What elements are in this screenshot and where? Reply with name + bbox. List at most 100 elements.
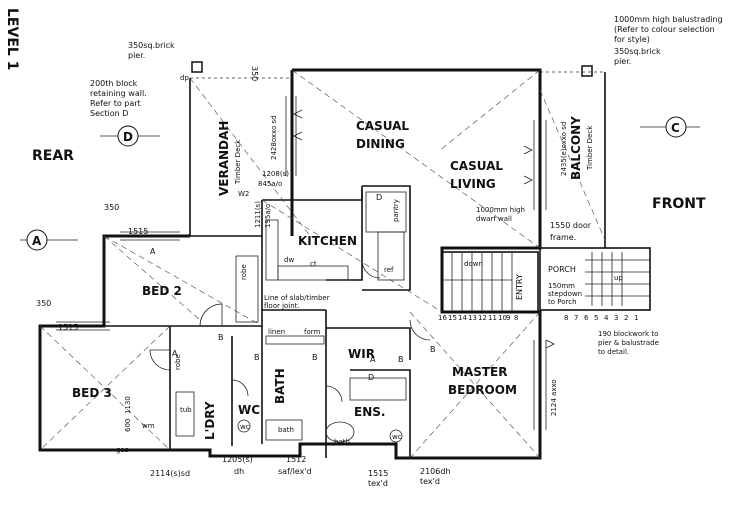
svg-text:1130: 1130 bbox=[124, 396, 132, 414]
svg-text:2106dh: 2106dh bbox=[420, 467, 451, 476]
svg-text:pier.: pier. bbox=[614, 57, 631, 66]
svg-text:1208(s): 1208(s) bbox=[262, 170, 289, 178]
svg-text:ct: ct bbox=[310, 260, 317, 268]
svg-text:6: 6 bbox=[584, 314, 589, 322]
room-casual-dining-2: DINING bbox=[356, 137, 405, 151]
stair-numbers: 16 15 14 13 12 11 10 9 8 8 7 6 5 4 3 2 1 bbox=[438, 314, 638, 322]
svg-text:C: C bbox=[671, 121, 680, 135]
front-stairs bbox=[585, 252, 650, 306]
svg-text:1515: 1515 bbox=[368, 469, 388, 478]
room-kitchen: KITCHEN bbox=[298, 234, 357, 248]
note-pier-right: 350sq.brick pier. bbox=[581, 47, 661, 77]
rear-label: REAR bbox=[32, 148, 74, 164]
front-label: FRONT bbox=[652, 196, 706, 212]
svg-text:frame.: frame. bbox=[550, 233, 576, 242]
svg-text:350sq.brick: 350sq.brick bbox=[614, 47, 661, 56]
section-marker-a: A bbox=[20, 229, 78, 251]
svg-text:tub: tub bbox=[180, 406, 192, 414]
svg-text:2: 2 bbox=[624, 314, 628, 322]
svg-text:1515: 1515 bbox=[58, 323, 78, 332]
svg-text:D: D bbox=[368, 373, 374, 382]
svg-text:A: A bbox=[32, 234, 42, 248]
svg-text:16: 16 bbox=[438, 314, 447, 322]
svg-text:190 blockwork to: 190 blockwork to bbox=[598, 330, 658, 338]
svg-text:13: 13 bbox=[468, 314, 477, 322]
room-wc: WC bbox=[238, 403, 260, 417]
svg-text:5: 5 bbox=[594, 314, 598, 322]
room-balcony: BALCONY bbox=[569, 116, 583, 180]
svg-text:bath: bath bbox=[334, 438, 350, 446]
svg-text:pier.: pier. bbox=[128, 51, 145, 60]
fixture-labels: robe robe linen form pantry ref dw ct ba… bbox=[142, 74, 623, 446]
room-lndry: L'DRY bbox=[203, 401, 217, 440]
svg-text:B: B bbox=[312, 353, 318, 362]
svg-text:up: up bbox=[614, 274, 623, 282]
svg-text:9: 9 bbox=[506, 314, 510, 322]
svg-text:1205(s): 1205(s) bbox=[222, 455, 253, 464]
svg-text:2435(e)oxxo sd: 2435(e)oxxo sd bbox=[560, 122, 568, 176]
svg-text:11: 11 bbox=[488, 314, 497, 322]
svg-text:8: 8 bbox=[514, 314, 518, 322]
svg-text:1000mm high: 1000mm high bbox=[476, 206, 525, 214]
door-tags: A A A B B B B B D D bbox=[150, 193, 436, 382]
room-ens: ENS. bbox=[354, 405, 385, 419]
exterior-wall bbox=[38, 68, 542, 460]
svg-text:A: A bbox=[370, 355, 376, 364]
svg-text:15: 15 bbox=[448, 314, 457, 322]
svg-text:stepdown: stepdown bbox=[548, 290, 582, 298]
svg-text:1515: 1515 bbox=[128, 227, 148, 236]
svg-text:linen: linen bbox=[268, 328, 285, 336]
svg-text:retaining wall.: retaining wall. bbox=[90, 89, 147, 98]
fixtures bbox=[175, 191, 407, 443]
svg-text:tex'd: tex'd bbox=[420, 477, 440, 486]
svg-text:form: form bbox=[304, 328, 321, 336]
svg-text:B: B bbox=[254, 353, 260, 362]
svg-text:dh: dh bbox=[234, 467, 244, 476]
svg-text:350: 350 bbox=[36, 299, 51, 308]
note-pier-left: 350sq.brick pier. bbox=[128, 41, 203, 73]
level-title: LEVEL 1 bbox=[4, 8, 20, 70]
room-bed2: BED 2 bbox=[142, 284, 182, 298]
svg-text:8: 8 bbox=[564, 314, 568, 322]
note-balustrade: 1000mm high balustrading (Refer to colou… bbox=[614, 15, 723, 44]
svg-text:350: 350 bbox=[250, 66, 259, 81]
svg-text:1211(s): 1211(s) bbox=[254, 201, 262, 228]
svg-text:2428oxxo sd: 2428oxxo sd bbox=[270, 115, 278, 160]
balcony-sub: Timber Deck bbox=[586, 125, 594, 171]
svg-text:wm: wm bbox=[142, 422, 155, 430]
windows bbox=[56, 96, 547, 430]
svg-text:195a/o: 195a/o bbox=[264, 204, 272, 228]
svg-text:pantry: pantry bbox=[392, 199, 400, 222]
verandah-sub: Timber Deck bbox=[234, 139, 242, 185]
room-master-2: BEDROOM bbox=[448, 383, 517, 397]
svg-text:845a/o: 845a/o bbox=[258, 180, 282, 188]
svg-text:dwarf wall: dwarf wall bbox=[476, 215, 512, 223]
svg-text:saf/lex'd: saf/lex'd bbox=[278, 467, 312, 476]
svg-text:down: down bbox=[464, 260, 483, 268]
svg-text:robe: robe bbox=[240, 264, 248, 280]
section-marker-c: C bbox=[640, 116, 700, 138]
svg-text:150mm: 150mm bbox=[548, 282, 575, 290]
svg-text:floor joint.: floor joint. bbox=[264, 302, 300, 310]
svg-text:1: 1 bbox=[634, 314, 638, 322]
dimensions: 350 350 350 1515 1515 1515 2428oxxo sd 2… bbox=[36, 66, 568, 488]
svg-text:D: D bbox=[376, 193, 382, 202]
room-porch: PORCH bbox=[548, 265, 576, 274]
room-casual-dining-1: CASUAL bbox=[356, 119, 409, 133]
svg-text:4: 4 bbox=[604, 314, 609, 322]
svg-text:Line of slab/timber: Line of slab/timber bbox=[264, 294, 330, 302]
room-bath: BATH bbox=[273, 368, 287, 404]
room-entry: ENTRY bbox=[515, 274, 524, 300]
note-door-frame: 1550 door frame. bbox=[550, 221, 592, 242]
svg-text:dp: dp bbox=[180, 74, 189, 82]
section-marker-d: D bbox=[100, 125, 160, 147]
svg-text:to Porch: to Porch bbox=[548, 298, 577, 306]
room-casual-living-2: LIVING bbox=[450, 177, 496, 191]
svg-text:12: 12 bbox=[478, 314, 487, 322]
room-casual-living-1: CASUAL bbox=[450, 159, 503, 173]
svg-text:wc: wc bbox=[240, 423, 250, 431]
arrows bbox=[293, 109, 555, 349]
svg-text:2124 axxo: 2124 axxo bbox=[550, 379, 558, 416]
internal-stairs bbox=[441, 251, 539, 313]
svg-text:350: 350 bbox=[104, 203, 119, 212]
